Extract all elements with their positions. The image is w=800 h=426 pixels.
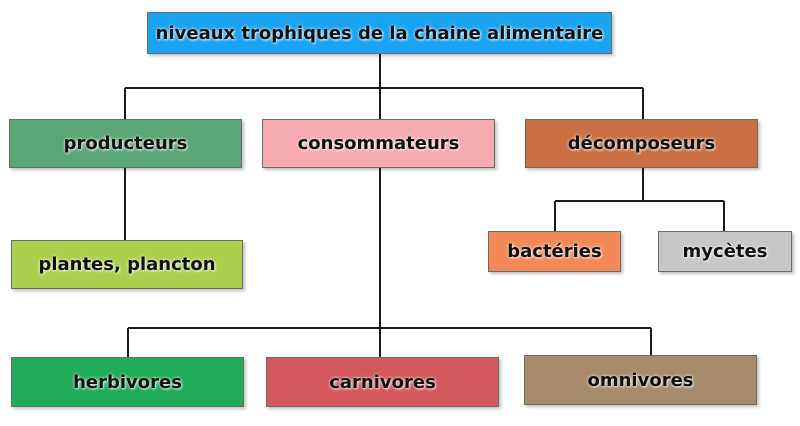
node-herbivores: herbivores [11, 357, 244, 407]
node-producteurs: producteurs [9, 119, 242, 168]
node-herbivores-label: herbivores [73, 371, 182, 393]
node-bacteries: bactéries [488, 231, 621, 272]
root-node-niveaux-trophiques: niveaux trophiques de la chaine alimenta… [147, 12, 612, 54]
node-plantes-plancton: plantes, plancton [11, 240, 243, 289]
node-consommateurs: consommateurs [262, 119, 495, 168]
node-plantes-label: plantes, plancton [38, 254, 216, 275]
node-omnivores: omnivores [524, 355, 757, 405]
node-carnivores-label: carnivores [329, 371, 436, 393]
root-node-label: niveaux trophiques de la chaine alimenta… [155, 22, 604, 44]
node-producteurs-label: producteurs [63, 133, 188, 154]
node-bacteries-label: bactéries [507, 241, 602, 262]
node-decomposeurs: décomposeurs [525, 119, 758, 168]
node-consommateurs-label: consommateurs [297, 133, 460, 154]
node-decomposeurs-label: décomposeurs [567, 133, 716, 154]
node-omnivores-label: omnivores [587, 369, 694, 391]
node-carnivores: carnivores [266, 357, 499, 407]
node-mycetes-label: mycètes [682, 241, 768, 262]
node-mycetes: mycètes [658, 231, 792, 272]
